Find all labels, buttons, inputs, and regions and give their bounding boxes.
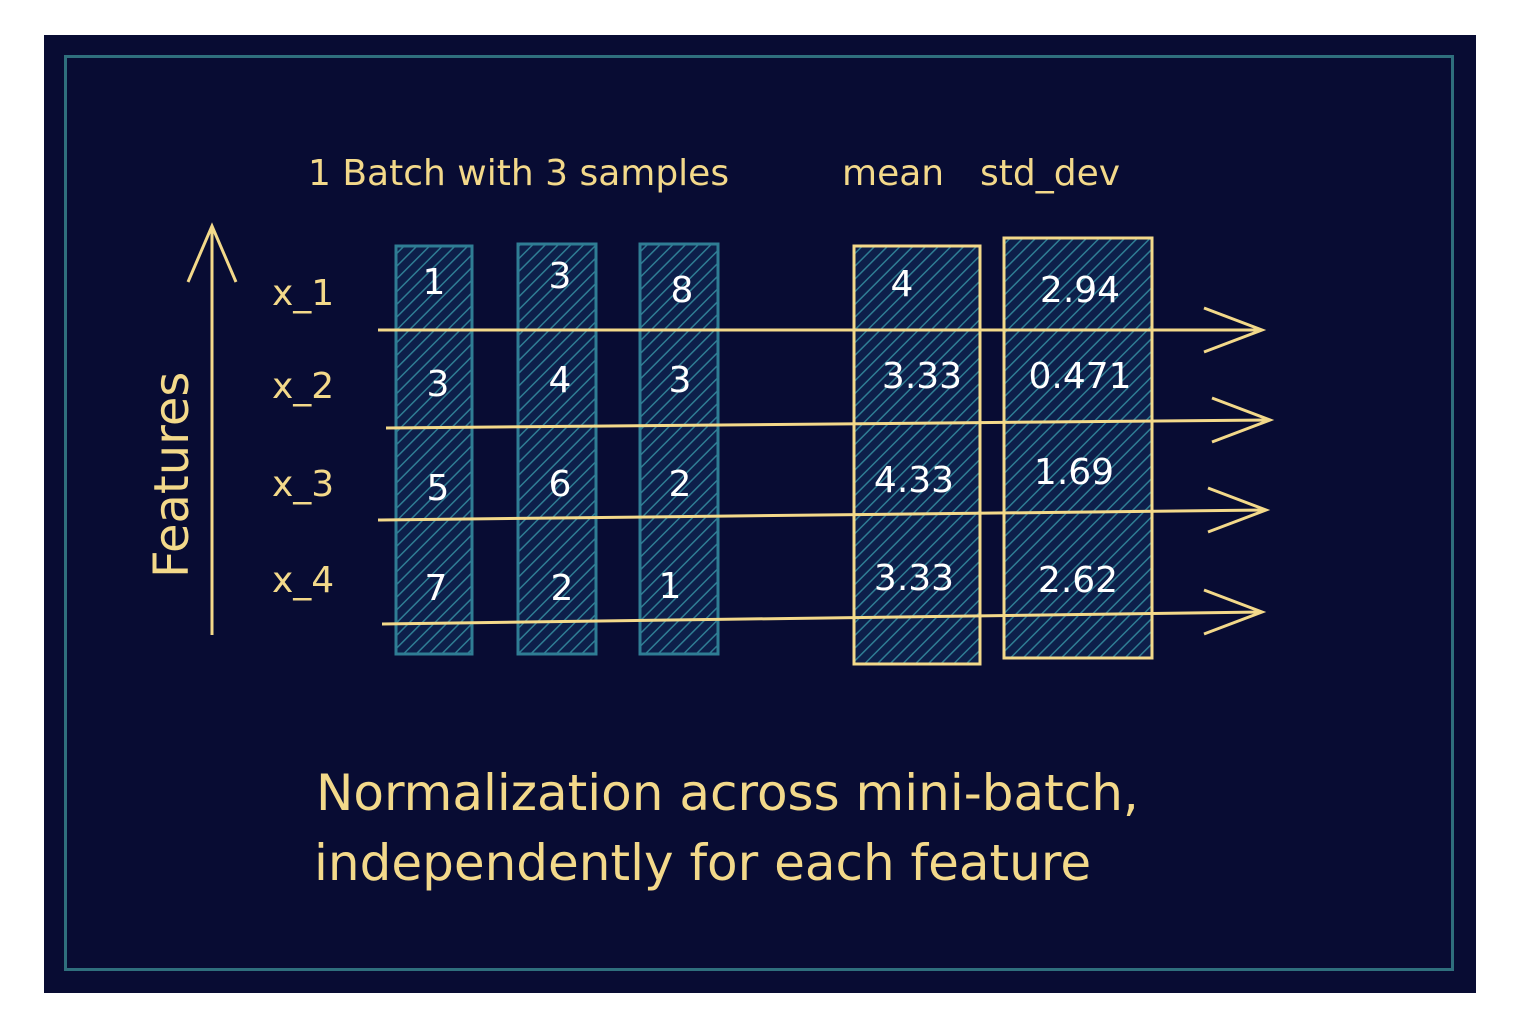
feature-arrow-x1 bbox=[378, 306, 1267, 354]
sample-1-x1-value: 1 bbox=[423, 262, 446, 303]
std-dev-x3-value: 1.69 bbox=[1034, 452, 1114, 493]
inner-border bbox=[64, 55, 1454, 971]
feature-arrow-x4 bbox=[381, 588, 1267, 636]
std-dev-x2-value: 0.471 bbox=[1028, 356, 1131, 397]
sample-2-x4-value: 2 bbox=[551, 568, 574, 609]
std-dev-column bbox=[1002, 236, 1154, 660]
feature-arrow-x2 bbox=[385, 396, 1275, 444]
caption-line-1: Normalization across mini-batch, bbox=[316, 764, 1139, 822]
diagram-frame bbox=[44, 35, 1476, 993]
sample-1-x3-value: 5 bbox=[427, 468, 450, 509]
std-dev-label: std_dev bbox=[980, 153, 1120, 194]
sample-3-x2-value: 3 bbox=[669, 360, 692, 401]
features-axis-label: Features bbox=[144, 372, 200, 578]
sample-2-x3-value: 6 bbox=[549, 464, 572, 505]
caption-line-2: independently for each feature bbox=[314, 834, 1091, 892]
std-dev-x4-value: 2.62 bbox=[1038, 560, 1118, 601]
mean-column bbox=[852, 244, 982, 666]
feature-label-x3: x_3 bbox=[272, 464, 334, 505]
feature-label-x2: x_2 bbox=[272, 366, 334, 407]
mean-label: mean bbox=[842, 153, 944, 194]
features-axis-arrow bbox=[186, 222, 238, 635]
mean-x3-value: 4.33 bbox=[874, 460, 954, 501]
sample-column-2 bbox=[516, 242, 598, 656]
feature-arrow-x3 bbox=[377, 486, 1271, 534]
batch-label: 1 Batch with 3 samples bbox=[308, 153, 729, 194]
mean-x1-value: 4 bbox=[891, 264, 914, 305]
sample-2-x1-value: 3 bbox=[549, 256, 572, 297]
mean-x2-value: 3.33 bbox=[882, 356, 962, 397]
sample-2-x2-value: 4 bbox=[549, 360, 572, 401]
sample-3-x1-value: 8 bbox=[671, 270, 694, 311]
sample-1-x4-value: 7 bbox=[425, 568, 448, 609]
sample-3-x4-value: 1 bbox=[659, 566, 682, 607]
sample-column-3 bbox=[638, 242, 720, 656]
mean-x4-value: 3.33 bbox=[874, 558, 954, 599]
std-dev-x1-value: 2.94 bbox=[1040, 270, 1120, 311]
sample-1-x2-value: 3 bbox=[427, 364, 450, 405]
sample-3-x3-value: 2 bbox=[669, 464, 692, 505]
feature-label-x4: x_4 bbox=[272, 560, 334, 601]
sample-column-1 bbox=[394, 244, 474, 656]
feature-label-x1: x_1 bbox=[272, 273, 334, 314]
